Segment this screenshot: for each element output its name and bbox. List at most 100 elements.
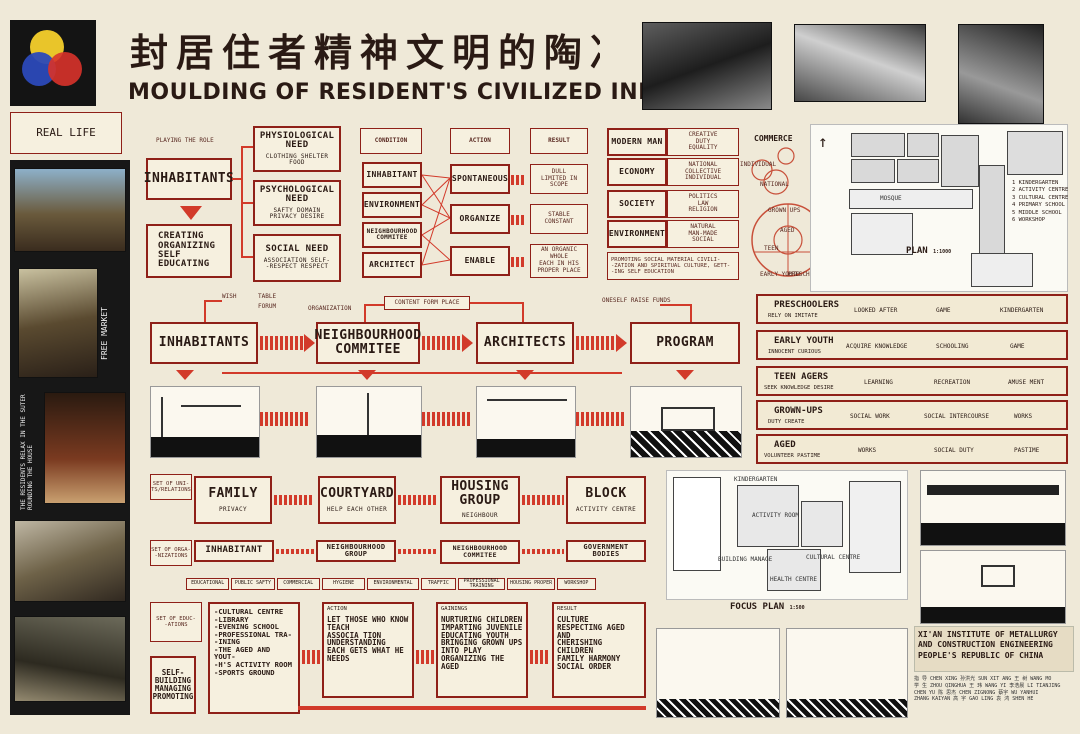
focus-block: [737, 485, 799, 547]
need-connector-3: [241, 146, 253, 148]
age-c: AMUSE MENT: [1008, 379, 1045, 386]
flow-wish: WISH: [222, 293, 237, 300]
focus-cultural: CULTURAL CENTRE: [806, 554, 861, 561]
age-row-teen: TEEN AGERS SEEK KNOWLEDGE DESIRE LEARNIN…: [756, 366, 1068, 396]
set-of-organizations: SET OF ORGA- -NIZATIONS: [150, 540, 192, 566]
plan-block: [897, 159, 939, 183]
age-b: SCHOOLING: [936, 343, 969, 350]
top-photo-1: [642, 22, 772, 110]
need-connector-5: [241, 256, 253, 258]
unit-family-sub: PRIVACY: [218, 505, 248, 513]
flow-content: CONTENT FORM PLACE: [384, 296, 470, 310]
playing-role-label: PLAYING THE ROLE: [156, 137, 214, 144]
flow-return-line: [222, 372, 622, 374]
arrow-organize: [511, 215, 525, 225]
age-name: PRESCHOOLERS: [774, 300, 840, 310]
focus-sports-field: [673, 477, 721, 571]
grown-ups-label: GROWN UPS: [768, 207, 801, 214]
flow-committee: NEIGHBOURHOOD COMMITEE: [315, 322, 421, 364]
plan-title: PLAN: [906, 246, 928, 256]
inhabitants-box: INHABITANTS: [144, 158, 234, 200]
plan-legend-item: 4 PRIMARY SCHOOL: [1012, 202, 1065, 209]
flow-arrow-3: [576, 336, 618, 350]
focus-block: [849, 481, 901, 573]
age-name: EARLY YOUTH: [774, 336, 834, 346]
age-sub: SEEK KNOWLEDGE DESIRE: [764, 385, 834, 391]
unit-housing-title: HOUSING GROUP: [451, 479, 509, 508]
plan-legend-item: 6 WORKSHOP: [1012, 217, 1046, 224]
site-plan: [810, 124, 1068, 292]
economy-box: ECONOMY: [607, 158, 667, 186]
unit-arrow-2: [398, 495, 438, 505]
plan-block: [1007, 131, 1063, 175]
action-spontaneous: SPONTANEOUS: [450, 164, 510, 194]
org-tag: PUBLIC SAFTY: [231, 578, 275, 590]
unit-housing-sub: NEIGHBOUR: [461, 512, 499, 520]
plan-label: PLAN 1:1000: [906, 246, 951, 256]
age-c: WORKS: [1014, 413, 1033, 420]
real-life-photo-3: [44, 392, 126, 504]
org-tag: COMMERCIAL: [276, 578, 320, 590]
age-a: SOCIAL WORK: [850, 413, 890, 420]
plan-legend-item: 3 CULTURAL CENTRE: [1012, 194, 1069, 201]
psychological-need-title: PSYCHOLOGICAL NEED: [259, 184, 335, 205]
flow-arrow-1-tip: [304, 334, 315, 352]
action-box: ACTION LET THOSE WHO KNOW TEACH ASSOCIA …: [322, 602, 414, 698]
action-heading: ACTION: [327, 606, 347, 612]
flow-forum: FORUM: [258, 303, 277, 310]
edu-arrow-2: [416, 650, 434, 664]
age-name: TEEN AGERS: [774, 372, 829, 382]
flow-line-d: [364, 304, 384, 306]
physiological-need-title: PHYSIOLOGICAL NEED: [259, 130, 335, 151]
north-arrow-icon: ↑: [818, 132, 828, 151]
result-heading: RESULT: [557, 606, 577, 612]
age-row-aged: AGED VOLUNTEER PASTIME WORKS SOCIAL DUTY…: [756, 434, 1068, 464]
focus-plan-title: FOCUS PLAN: [730, 602, 785, 612]
result-2: STABLE CONSTANT: [530, 204, 588, 234]
flow-arrow-1: [260, 336, 306, 350]
unit-arrow-1: [274, 495, 314, 505]
flow-arrow-2-tip: [462, 334, 473, 352]
top-photo-2: [794, 24, 926, 102]
top-photo-3: [958, 24, 1044, 124]
society-box: SOCIETY: [607, 190, 667, 218]
age-name: GROWN-UPS: [774, 406, 823, 416]
mosque-label: MOSQUE: [880, 195, 902, 202]
title-english: MOULDING OF RESIDENT'S CIVILIZED INDENTI…: [128, 80, 748, 105]
action-enable: ENABLE: [450, 246, 510, 276]
action-text: LET THOSE WHO KNOW TEACH ASSOCIA TION UN…: [327, 614, 409, 664]
real-life-photo-4: [14, 520, 126, 602]
real-life-photo-5: [14, 616, 126, 702]
flow-program: PROGRAM: [630, 322, 740, 364]
org-arrow-2: [398, 549, 436, 554]
focus-kindergarten: KINDERGARTEN: [734, 476, 778, 483]
unit-housing-group: HOUSING GROUP NEIGHBOUR: [440, 476, 520, 524]
unit-block-title: BLOCK: [585, 486, 627, 502]
flow-arrow-2: [422, 336, 464, 350]
age-row-grown-ups: GROWN-UPS DUTY CREATE SOCIAL WORK SOCIAL…: [756, 400, 1068, 430]
sketch-inhabitants: [150, 386, 260, 458]
sketch-pavilion: [920, 470, 1066, 546]
result-1: DULL LIMITED IN SCOPE: [530, 164, 588, 194]
plan-block: [941, 135, 979, 187]
org-nbgroup: NEIGHBOURHOOD GROUP: [316, 540, 396, 562]
flow-inhabitants: INHABITANTS: [150, 322, 258, 364]
caption-free-market: FREE MARKET: [100, 307, 109, 360]
condition-committee: NEIGHBOURHOOD COMMITEE: [362, 222, 422, 248]
unit-family: FAMILY PRIVACY: [194, 476, 272, 524]
plan-legend: 1 KINDERGARTEN 2 ACTIVITY CENTRE 3 CULTU…: [1012, 180, 1068, 225]
sketch-program: [630, 386, 742, 458]
plan-block: [851, 213, 913, 255]
age-row-preschoolers: PRESCHOOLERS RELY ON IMITATE LOOKED AFTE…: [756, 294, 1068, 324]
result-3: AN ORGANIC WHOLE EACH IN HIS PROPER PLAC…: [530, 244, 588, 278]
flow-down-3: [516, 370, 534, 380]
gainings-heading: GAININGS: [441, 606, 468, 612]
real-life-photo-1: [14, 168, 126, 252]
focus-activity: ACTIVITY ROOM: [752, 512, 799, 519]
social-need-box: SOCIAL NEED ASSOCIATION SELF- -RESPECT R…: [253, 234, 341, 282]
flow-table: TABLE: [258, 293, 277, 300]
sketch-lecture: [920, 550, 1066, 624]
age-c: PASTIME: [1014, 447, 1040, 454]
modern-man-box: MODERN MAN: [607, 128, 667, 156]
age-sub: DUTY CREATE: [768, 419, 805, 425]
